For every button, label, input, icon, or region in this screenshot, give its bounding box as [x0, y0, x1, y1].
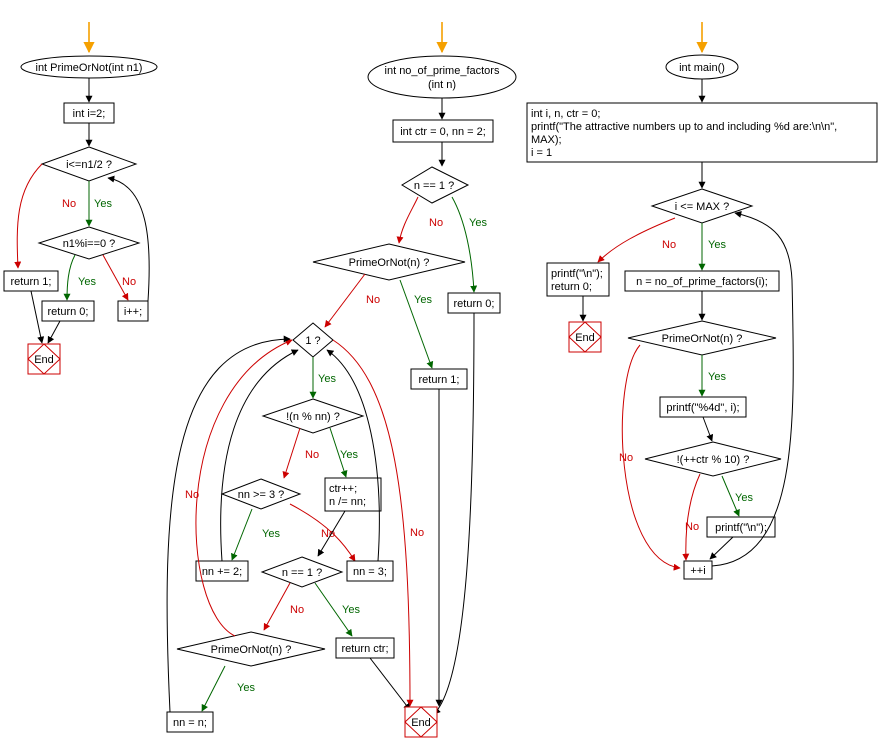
- nn-eq-n-box: [166, 711, 214, 733]
- exit-box: [546, 262, 610, 297]
- loop-condition-label: 1 ?: [305, 335, 320, 347]
- mod-check-label: !(n % nn) ?: [286, 411, 340, 423]
- ctr-increment-box: [324, 477, 382, 512]
- flowchart-main: int main() int i, n, ctr = 0; printf("Th…: [526, 22, 878, 580]
- loop-condition-label: i<=n1/2 ?: [66, 159, 112, 171]
- no-label: No: [619, 452, 633, 464]
- ctr-check-label: !(++ctr % 10) ?: [677, 454, 750, 466]
- init-label: int ctr = 0, nn = 2;: [400, 126, 486, 138]
- no-label: No: [305, 449, 319, 461]
- end-label: End: [34, 354, 54, 366]
- return-1-label: return 1;: [419, 374, 460, 386]
- n-equals-1-inner-label: n == 1 ?: [282, 567, 322, 579]
- nn-eq-n-label: nn = n;: [173, 717, 207, 729]
- yes-label: Yes: [342, 604, 360, 616]
- yes-label: Yes: [469, 217, 487, 229]
- flowchart-no-of-prime-factors: int no_of_prime_factors (int n) int ctr …: [166, 22, 517, 738]
- yes-label: Yes: [414, 294, 432, 306]
- init-line4: i = 1: [531, 147, 552, 159]
- mod-check-condition: [261, 398, 365, 434]
- init-label: int i=2;: [73, 108, 106, 120]
- increment-label: ++i: [690, 565, 705, 577]
- start-terminal: [367, 55, 517, 99]
- yes-label: Yes: [708, 239, 726, 251]
- no-label: No: [62, 198, 76, 210]
- n-equals-1-label: n == 1 ?: [414, 180, 454, 192]
- no-label: No: [662, 239, 676, 251]
- start-label-line1: int no_of_prime_factors: [385, 65, 500, 77]
- n-equals-1-inner-condition: [260, 556, 344, 588]
- ctr-increment-line2: n /= nn;: [329, 496, 366, 508]
- prime-check-label: PrimeOrNot(n) ?: [662, 333, 743, 345]
- no-label: No: [290, 604, 304, 616]
- end-terminal: End: [27, 343, 61, 375]
- prime-check-condition: [312, 243, 466, 281]
- increment-box: [117, 300, 149, 322]
- end-label: End: [411, 717, 431, 729]
- nn-eq-3-label: nn = 3;: [353, 566, 387, 578]
- return-1-label: return 1;: [11, 276, 52, 288]
- return-0-label: return 0;: [454, 298, 495, 310]
- no-label: No: [410, 527, 424, 539]
- no-label: No: [321, 528, 335, 540]
- nn-ge-3-label: nn >= 3 ?: [238, 489, 285, 501]
- loop-condition-label: i <= MAX ?: [675, 201, 729, 213]
- start-label-line2: (int n): [428, 79, 456, 91]
- return-0-label: return 0;: [48, 306, 89, 318]
- n-equals-1-condition: [401, 166, 470, 204]
- init-line1: int i, n, ctr = 0;: [531, 108, 600, 120]
- yes-label: Yes: [735, 492, 753, 504]
- no-label: No: [429, 217, 443, 229]
- yes-label: Yes: [78, 276, 96, 288]
- flowchart-prime-or-not: int PrimeOrNot(int n1) int i=2; i<=n1/2 …: [3, 22, 158, 375]
- end-label: End: [575, 332, 595, 344]
- init-line2: printf("The attractive numbers up to and…: [531, 121, 837, 133]
- start-label: int main(): [679, 62, 725, 74]
- prime-check-inner-condition: [176, 631, 326, 667]
- yes-label: Yes: [318, 373, 336, 385]
- end-terminal: End: [404, 706, 438, 738]
- init-line3: MAX);: [531, 134, 562, 146]
- init-box: [392, 119, 494, 143]
- return-0-box: [41, 300, 95, 322]
- exit-line1: printf("\n");: [551, 268, 603, 280]
- nn-eq-3-box: [346, 560, 394, 582]
- return-ctr-label: return ctr;: [341, 643, 388, 655]
- check-condition: [37, 226, 141, 260]
- yes-label: Yes: [262, 528, 280, 540]
- no-label: No: [366, 294, 380, 306]
- yes-label: Yes: [94, 198, 112, 210]
- nn-add-2-label: nn += 2;: [202, 566, 242, 578]
- print-newline-label: printf("\n");: [715, 522, 767, 534]
- assign-label: n = no_of_prime_factors(i);: [636, 276, 768, 288]
- prime-check-label: PrimeOrNot(n) ?: [349, 257, 430, 269]
- init-box: [526, 102, 878, 163]
- check-condition-label: n1%i==0 ?: [63, 238, 116, 250]
- nn-ge-3-condition: [220, 478, 302, 510]
- prime-check-inner-label: PrimeOrNot(n) ?: [211, 644, 292, 656]
- no-label: No: [122, 276, 136, 288]
- ctr-check-condition: [644, 441, 782, 477]
- yes-label: Yes: [237, 682, 255, 694]
- increment-box: [683, 560, 713, 580]
- print-newline-box: [706, 516, 776, 538]
- print-i-label: printf("%4d", i);: [666, 402, 739, 414]
- end-terminal: End: [568, 321, 602, 353]
- yes-label: Yes: [340, 449, 358, 461]
- increment-label: i++;: [124, 306, 142, 318]
- return-ctr-box: [335, 637, 395, 659]
- exit-line2: return 0;: [551, 281, 592, 293]
- no-label: No: [685, 521, 699, 533]
- ctr-increment-line1: ctr++;: [329, 483, 357, 495]
- no-label: No: [185, 489, 199, 501]
- yes-label: Yes: [708, 371, 726, 383]
- start-label: int PrimeOrNot(int n1): [36, 62, 143, 74]
